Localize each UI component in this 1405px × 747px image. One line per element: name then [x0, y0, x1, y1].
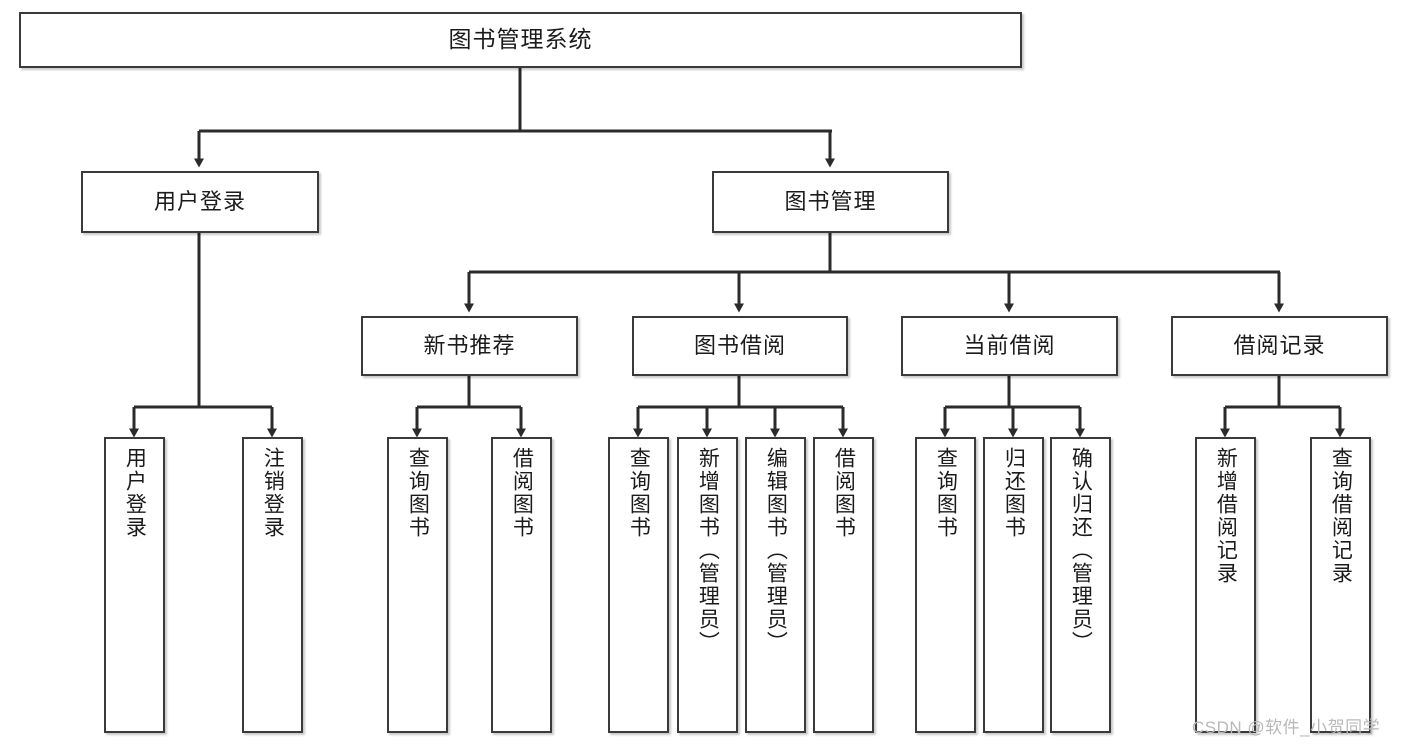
leaf-user-login[interactable]: 用户登录 [104, 437, 165, 733]
node-label: 当前借阅 [963, 332, 1056, 358]
leaf-label: 注销登录 [261, 447, 285, 539]
leaf-label: 借阅图书 [510, 447, 534, 539]
leaf-query-borrow-record[interactable]: 查询借阅记录 [1310, 437, 1371, 733]
node-current-borrow[interactable]: 当前借阅 [901, 316, 1118, 376]
node-label: 新书推荐 [423, 332, 516, 358]
leaf-label: 编辑图书（管理员） [764, 447, 788, 654]
leaf-label: 查询图书 [934, 447, 958, 539]
leaf-borrow-book[interactable]: 借阅图书 [813, 437, 874, 733]
node-label: 借阅记录 [1233, 332, 1326, 358]
leaf-edit-book-admin[interactable]: 编辑图书（管理员） [745, 437, 806, 733]
leaf-label: 归还图书 [1002, 447, 1026, 539]
leaf-label: 用户登录 [123, 447, 147, 539]
node-new-book-recommendation[interactable]: 新书推荐 [361, 316, 578, 376]
leaf-confirm-return-admin[interactable]: 确认归还（管理员） [1050, 437, 1111, 733]
leaf-label: 查询借阅记录 [1329, 447, 1353, 585]
node-book-manage[interactable]: 图书管理 [712, 171, 949, 233]
leaf-label: 新增借阅记录 [1214, 447, 1238, 585]
node-root-book-management-system[interactable]: 图书管理系统 [19, 12, 1022, 68]
leaf-borrow-book-recommendation[interactable]: 借阅图书 [491, 437, 552, 733]
leaf-label: 查询图书 [627, 447, 651, 539]
node-label: 图书借阅 [693, 332, 786, 358]
leaf-logout-login[interactable]: 注销登录 [242, 437, 303, 733]
leaf-label: 查询图书 [406, 447, 430, 539]
node-label: 图书管理系统 [448, 26, 593, 53]
node-borrow-record[interactable]: 借阅记录 [1171, 316, 1388, 376]
leaf-add-book-admin[interactable]: 新增图书（管理员） [677, 437, 738, 733]
leaf-label: 新增图书（管理员） [696, 447, 720, 654]
leaf-label: 确认归还（管理员） [1069, 447, 1093, 654]
csdn-watermark: CSDN @软件_小贺同学 [1192, 718, 1381, 737]
node-label: 用户登录 [153, 188, 246, 214]
leaf-query-book-borrow[interactable]: 查询图书 [608, 437, 669, 733]
node-user-login[interactable]: 用户登录 [81, 171, 319, 233]
node-book-borrow[interactable]: 图书借阅 [632, 316, 848, 376]
leaf-return-book[interactable]: 归还图书 [983, 437, 1044, 733]
leaf-query-book-current[interactable]: 查询图书 [915, 437, 976, 733]
leaf-query-book-recommendation[interactable]: 查询图书 [387, 437, 448, 733]
node-label: 图书管理 [784, 188, 877, 214]
leaf-add-borrow-record[interactable]: 新增借阅记录 [1195, 437, 1256, 733]
leaf-label: 借阅图书 [832, 447, 856, 539]
